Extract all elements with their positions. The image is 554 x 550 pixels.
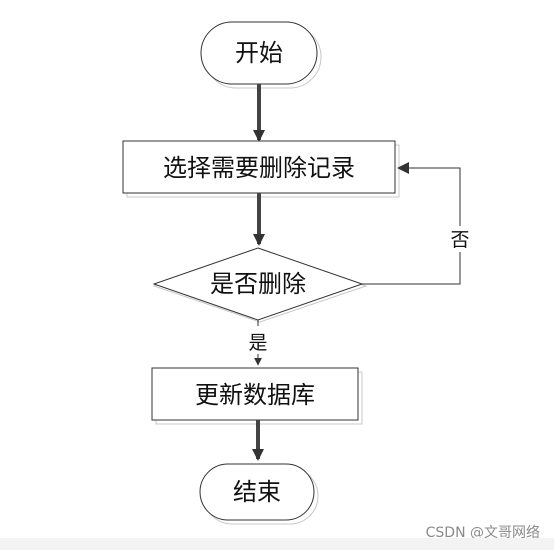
edge-no-label: 否 — [450, 229, 469, 251]
start-label: 开始 — [235, 39, 283, 67]
end-node: 结束 — [199, 463, 319, 525]
decision-node: 是否删除 — [152, 247, 368, 323]
update-db-label: 更新数据库 — [195, 381, 315, 409]
bottom-strip — [0, 538, 554, 550]
watermark: CSDN @文哥网络 — [425, 525, 540, 541]
start-node: 开始 — [200, 21, 322, 89]
update-db-node: 更新数据库 — [151, 367, 363, 425]
select-record-label: 选择需要删除记录 — [163, 154, 355, 182]
select-record-node: 选择需要删除记录 — [122, 140, 400, 198]
edge-yes-label: 是 — [248, 332, 267, 354]
edge-no-label-bg — [447, 226, 473, 252]
end-label: 结束 — [233, 478, 281, 506]
decision-label: 是否删除 — [210, 270, 306, 298]
